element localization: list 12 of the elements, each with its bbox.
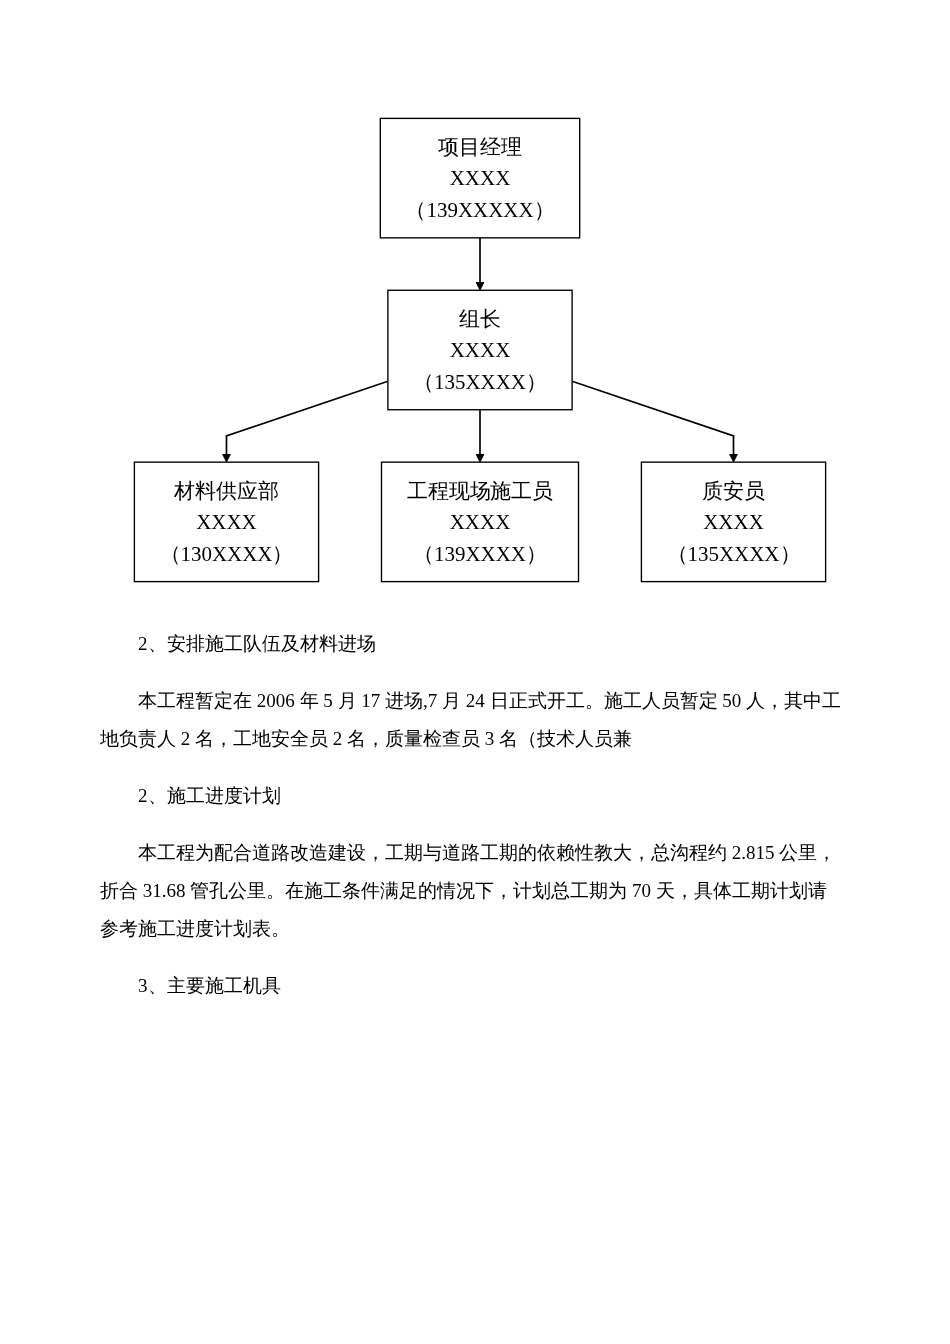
node-box: 工程现场施工员 XXXX （139XXXX） xyxy=(380,461,580,583)
paragraph: 本工程暂定在 2006 年 5 月 17 进场,7 月 24 日正式开工。施工人员暂定 50 人，其中工地负责人 2 名，工地安全员 2 名，质量检查员 3 名（技术人员兼 xyxy=(100,689,842,751)
node-box: 材料供应部 XXXX （130XXXX） xyxy=(133,461,320,583)
node-box: 项目经理 XXXX （139XXXXX） xyxy=(379,117,581,239)
arrow xyxy=(475,237,485,291)
paragraph: 本工程为配合道路改造建设，工期与道路工期的依赖性教大，总沟程约 2.815 公里，折合 31.68 管孔公里。在施工条件满足的情况下，计划总工期为 70 天，具体工期计划请参考施工进度计划表。 xyxy=(100,841,838,941)
node-box: 质安员 XXXX （135XXXX） xyxy=(640,461,827,583)
section-heading: 2、施工进度计划 xyxy=(137,784,282,808)
node-box: 组长 XXXX （135XXXX） xyxy=(387,289,573,411)
section-heading: 3、主要施工机具 xyxy=(137,974,282,998)
section-heading: 2、安排施工队伍及材料进场 xyxy=(137,632,377,656)
arrow xyxy=(475,408,485,463)
